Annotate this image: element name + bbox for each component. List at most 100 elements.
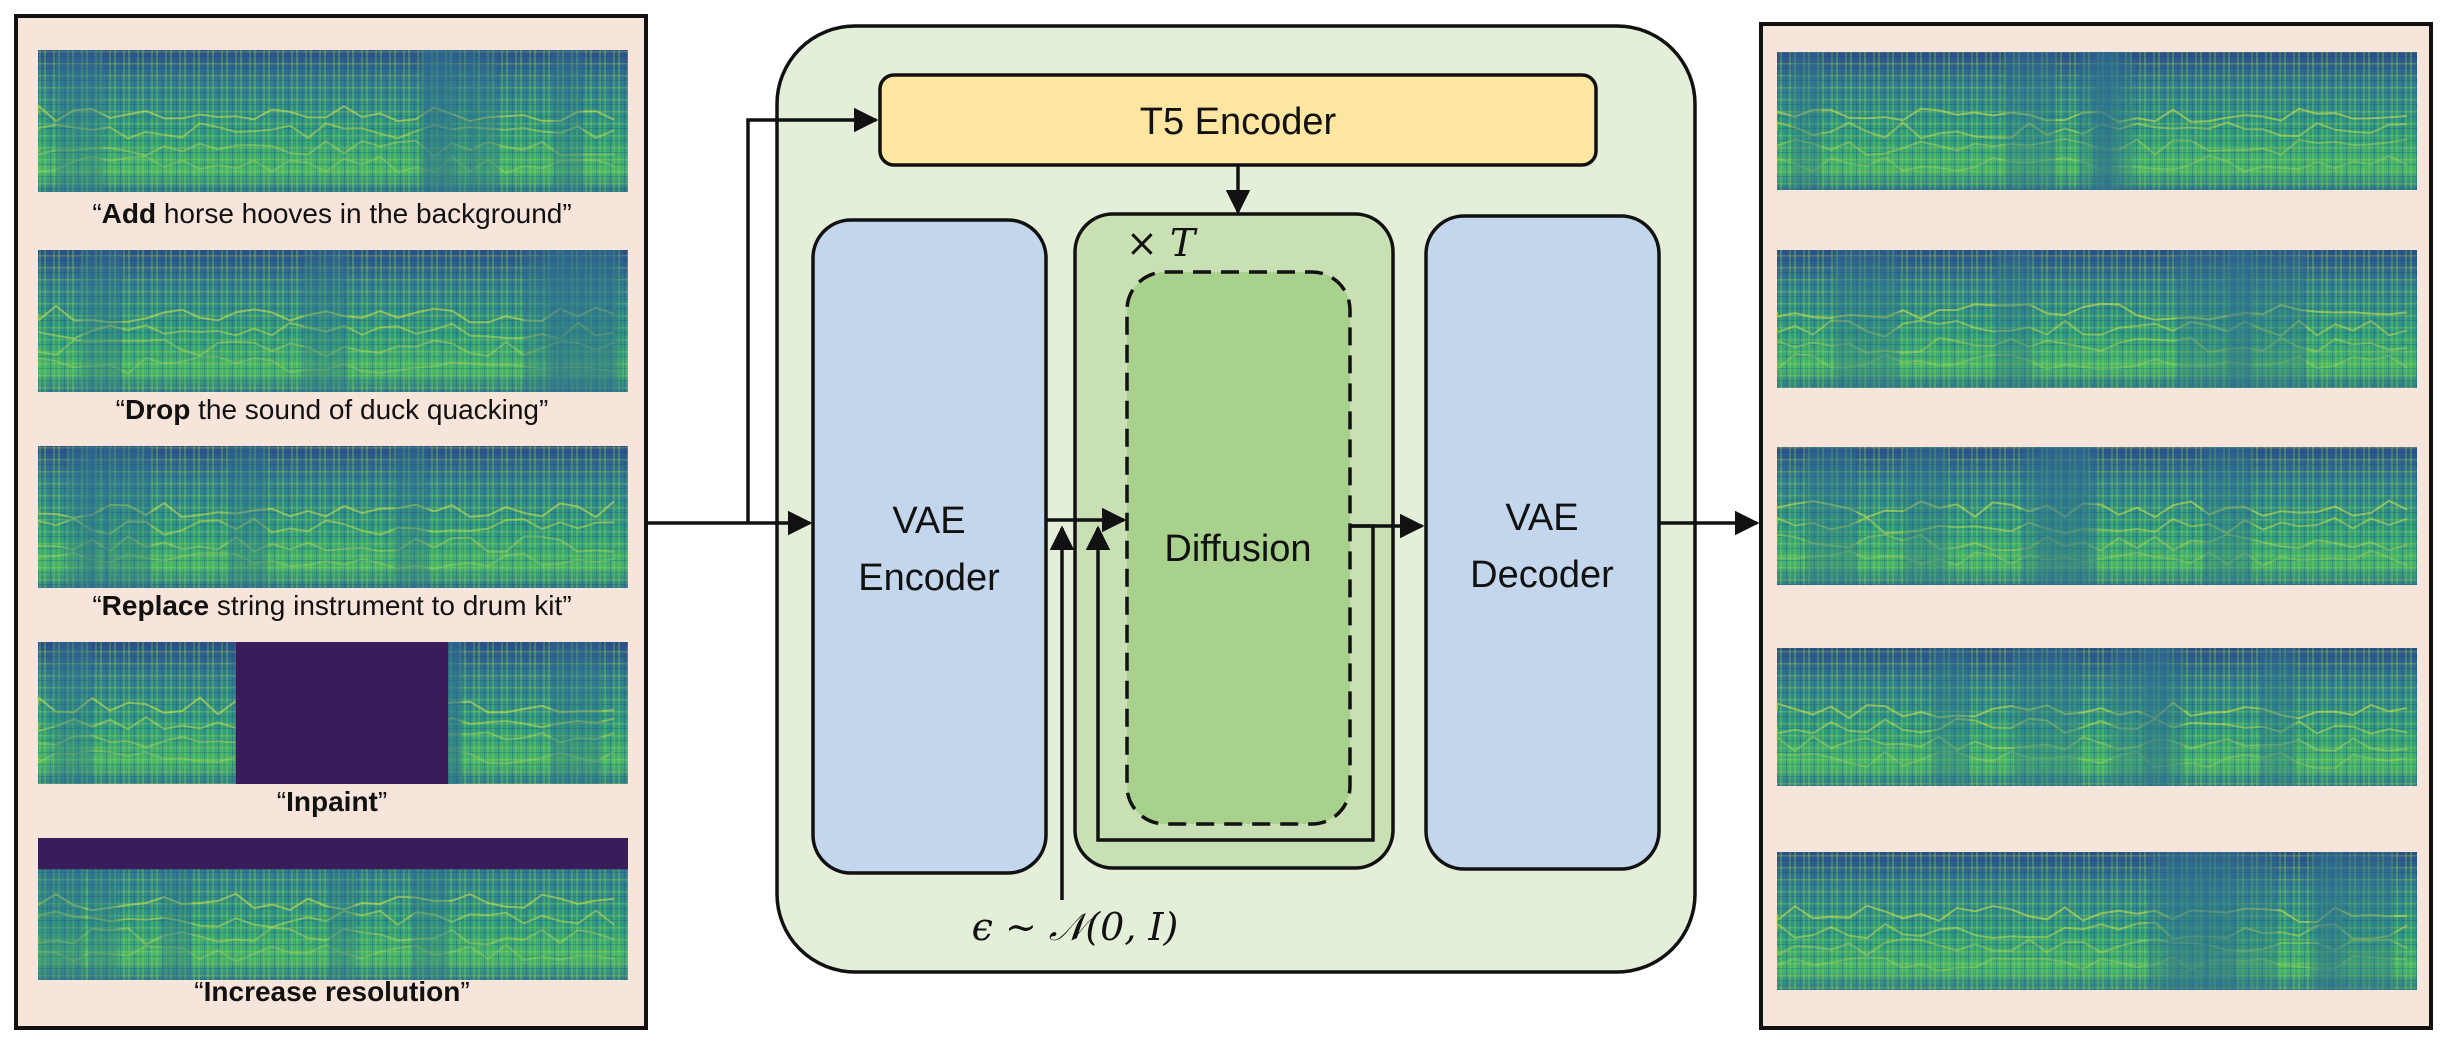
input-spectrograms [37, 50, 628, 980]
diffusion-label: Diffusion [1164, 528, 1311, 570]
output-spectrogram-5-harmonic-line [1776, 904, 2408, 924]
caption-quote-close: ” [539, 394, 548, 425]
output-spectrogram-5 [1776, 852, 2417, 990]
input-spectrogram-3-quiet-region [104, 446, 152, 588]
output-spectrogram-5-quiet-region [2204, 852, 2277, 990]
caption-instruction-text: the sound of duck quacking [190, 394, 539, 425]
vae-encoder-label-line1: VAE [892, 500, 965, 542]
output-spectrogram-5-harmonic-line [1776, 938, 2408, 957]
caption-quote-close: ” [562, 590, 571, 621]
output-spectrogram-2-quiet-region [1834, 250, 1898, 388]
input-spectrogram-1-quiet-region [423, 50, 454, 192]
input-spectrogram-2-harmonic-line [37, 304, 615, 324]
output-spectrogram-1 [1776, 52, 2417, 190]
input-spectrogram-2-quiet-region [546, 250, 616, 392]
vae-encoder-label-line2: Encoder [858, 557, 1000, 599]
output-spectrogram-2 [1776, 250, 2417, 388]
input-spectrogram-2-quiet-region [81, 250, 123, 392]
vae-decoder-block [1424, 214, 1661, 871]
output-spectrogram-1-quiet-region [1791, 52, 1823, 190]
output-spectrogram-3-quiet-region [2203, 447, 2253, 585]
output-spectrogram-4-quiet-region [2259, 648, 2297, 786]
input-spectrogram-1-harmonic-line [37, 103, 615, 123]
output-spectrogram-1-quiet-region [2005, 52, 2056, 190]
output-spectrogram-2-harmonic-line [1776, 353, 2408, 372]
output-spectrogram-3-harmonics [1777, 447, 2417, 585]
output-spectrogram-3-harmonic-line [1776, 549, 2408, 567]
output-spectrograms [1776, 52, 2417, 990]
caption-quote-open: “ [92, 590, 101, 621]
input-spectrogram-3 [37, 446, 628, 588]
input-spectrogram-4-masked-region [235, 642, 449, 784]
caption-instruction-verb: Inpaint [286, 786, 378, 817]
output-spectrogram-1-harmonic-line [1776, 107, 2408, 123]
input-spectrogram-2-quiet-region [558, 250, 622, 392]
output-spectrogram-4-harmonic-line [1776, 735, 2408, 753]
repeat-label: × T [1126, 221, 1198, 265]
output-spectrogram-1-quiet-region [2097, 52, 2133, 190]
output-spectrogram-1-harmonic-line [1776, 154, 2408, 173]
input-spectrogram-5-harmonic-line [37, 943, 615, 963]
input-spectrogram-4-quiet-region [550, 642, 602, 784]
input-captions: “Add horse hooves in the background”“Dro… [92, 198, 571, 1007]
output-spectrogram-2-quiet-region [2227, 250, 2253, 388]
input-spectrogram-1-quiet-region [471, 50, 498, 192]
input-spectrogram-1-quiet-region [553, 50, 583, 192]
caption-instruction-verb: Drop [125, 394, 190, 425]
input-spectrogram-4 [37, 642, 628, 784]
output-spectrogram-1-harmonics [1777, 52, 2417, 190]
output-spectrogram-4 [1776, 648, 2417, 786]
input-spectrogram-2-quiet-region [303, 250, 349, 392]
output-panel [1759, 22, 2433, 1030]
vae-decoder-label-line1: VAE [1505, 497, 1578, 539]
input-spectrogram-3-quiet-region [67, 446, 97, 588]
caption-instruction-verb: Increase resolution [204, 976, 461, 1007]
caption-quote-open: “ [116, 394, 125, 425]
output-spectrogram-3-harmonic-line [1776, 499, 2408, 519]
input-caption-1: “Add horse hooves in the background” [92, 198, 571, 229]
output-spectrogram-3-quiet-region [1805, 447, 1857, 585]
caption-quote-close: ” [460, 976, 469, 1007]
output-spectrogram-3 [1776, 447, 2417, 585]
input-spectrogram-3-harmonic-line [37, 500, 615, 519]
output-spectrogram-4-quiet-region [1931, 648, 1969, 786]
input-spectrogram-1-harmonic-line [37, 155, 615, 175]
input-spectrogram-2-quiet-region [523, 250, 564, 392]
output-spectrogram-5-quiet-region [2309, 852, 2343, 990]
input-spectrogram-2-harmonic-line [37, 355, 615, 375]
output-spectrogram-2-harmonic-line [1776, 302, 2408, 321]
output-spectrogram-4-quiet-region [2110, 648, 2185, 786]
input-spectrogram-4-quiet-region [53, 642, 92, 784]
output-spectrogram-5-quiet-region [2167, 852, 2237, 990]
vae-encoder-block [811, 218, 1048, 875]
input-spectrogram-1-harmonics [38, 50, 628, 192]
output-spectrogram-3-quiet-region [2021, 447, 2098, 585]
t5-encoder-label: T5 Encoder [1140, 101, 1337, 143]
output-spectrogram-5-quiet-region [2148, 852, 2209, 990]
output-spectrogram-2-harmonic-line [1776, 336, 2408, 354]
output-spectrogram-2-harmonic-line [1776, 319, 2408, 338]
output-spectrogram-3-harmonic-line [1776, 516, 2408, 535]
input-spectrogram-1 [37, 50, 628, 192]
input-spectrogram-5-harmonic-line [37, 892, 615, 912]
caption-instruction-verb: Add [102, 198, 156, 229]
noise-label: ϵ ∼ 𝒩(0, I) [972, 905, 1179, 949]
caption-instruction-text: horse hooves in the background [156, 198, 562, 229]
caption-quote-open: “ [194, 976, 203, 1007]
caption-quote-close: ” [562, 198, 571, 229]
input-caption-4: “Inpaint” [277, 786, 387, 817]
input-spectrogram-5-masked-band [38, 838, 628, 870]
input-spectrogram-5-harmonic-line [37, 909, 615, 929]
output-spectrogram-4-harmonic-line [1776, 701, 2408, 720]
input-spectrogram-3-quiet-region [227, 446, 268, 588]
output-spectrogram-1-quiet-region [2093, 52, 2119, 190]
input-spectrogram-2 [37, 250, 628, 392]
output-spectrogram-5-harmonic-line [1776, 955, 2408, 972]
output-spectrogram-1-harmonic-line [1776, 121, 2408, 140]
output-spectrogram-5-quiet-region [2319, 852, 2395, 990]
caption-instruction-verb: Replace [102, 590, 209, 621]
input-panel: “Add horse hooves in the background”“Dro… [14, 14, 648, 1030]
caption-quote-open: “ [277, 786, 286, 817]
output-spectrogram-4-harmonic-line [1776, 717, 2408, 735]
